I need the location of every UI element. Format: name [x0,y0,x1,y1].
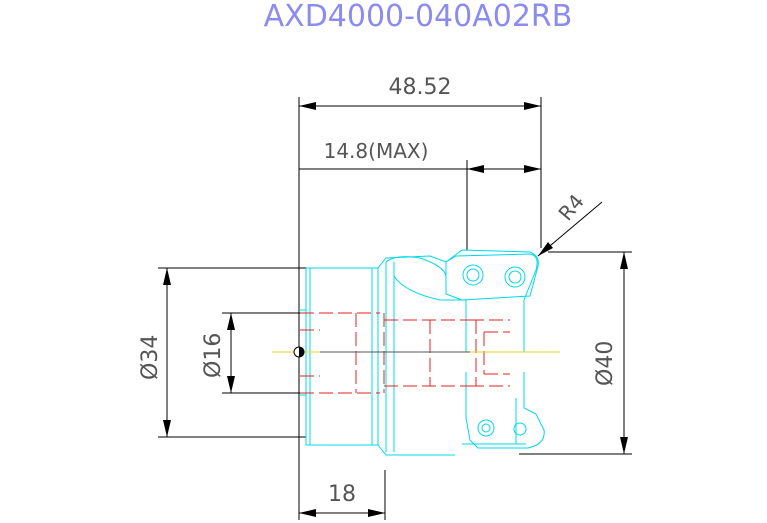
dim-diameter-16: Ø16 [201,333,226,378]
hidden-bore-lines [300,312,510,394]
dimension-arrows [163,102,628,517]
dim-diameter-34: Ø34 [138,335,163,380]
dim-max-depth: 14.8(MAX) [324,139,429,163]
dim-corner-radius: R4 [553,189,588,225]
dim-length-18: 18 [328,482,356,507]
dim-overall-length: 48.52 [389,75,452,100]
part-outline [299,249,558,456]
dim-diameter-40: Ø40 [593,341,618,386]
drawing-title: AXD4000-040A02RB [264,0,573,34]
centerline [272,346,560,358]
